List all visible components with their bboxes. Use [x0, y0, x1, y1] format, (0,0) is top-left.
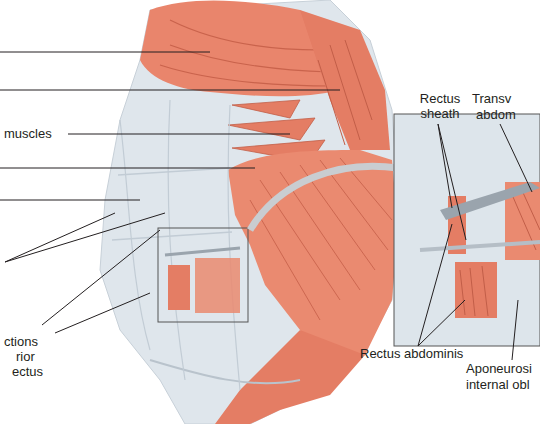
part-label: rior	[16, 349, 35, 364]
part-label: Rectus sheath	[412, 91, 468, 121]
part-label: ctions	[4, 334, 38, 349]
part-label: Transv	[472, 91, 511, 106]
part-label: abdom	[476, 107, 516, 122]
part-label: ectus	[12, 364, 43, 379]
part-label: internal obl	[466, 377, 530, 392]
part-label: Rectus abdominis	[360, 346, 463, 361]
part-label: muscles	[4, 126, 52, 141]
part-label: Aponeurosi	[466, 361, 532, 376]
